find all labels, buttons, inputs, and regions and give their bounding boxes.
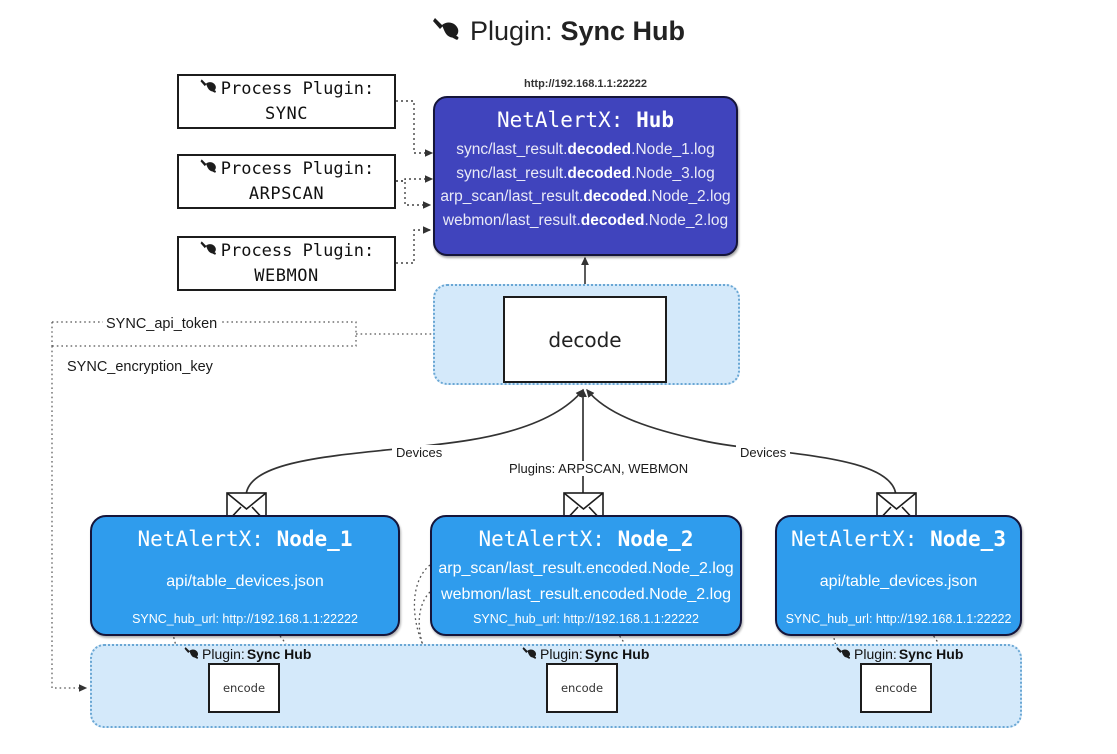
process-plugin-webmon[interactable]: Process Plugin: WEBMON	[177, 236, 396, 291]
edge-label-plugins-center: Plugins: ARPSCAN, WEBMON	[505, 461, 693, 476]
setting-encryption-key-label: SYNC_encryption_key	[64, 359, 216, 375]
edge-label-devices-right: Devices	[736, 445, 791, 460]
node-line: api/table_devices.json	[166, 572, 324, 590]
plug-icon	[522, 645, 538, 663]
process-plugin-name: SYNC	[265, 103, 308, 124]
node-line: arp_scan/last_result.encoded.Node_2.log	[438, 559, 734, 577]
plug-icon	[432, 14, 462, 49]
plugin-band-caption-1: Plugin: Sync Hub	[184, 645, 311, 663]
hub-log-line-1: sync/last_result.decoded.Node_1.log	[456, 141, 715, 158]
hub-log-line-3: arp_scan/last_result.decoded.Node_2.log	[440, 188, 731, 206]
plug-icon	[199, 239, 219, 264]
node-footer: SYNC_hub_url: http://192.168.1.1:22222	[785, 612, 1012, 626]
node-footer: SYNC_hub_url: http://192.168.1.1:22222	[132, 612, 358, 626]
node-title: NetAlertX: Node_1	[137, 527, 353, 551]
process-plugin-label: Process Plugin:	[220, 78, 375, 99]
setting-api-token-label: SYNC_api_token	[103, 316, 221, 332]
process-plugin-name: ARPSCAN	[248, 183, 325, 204]
plug-icon	[184, 645, 200, 663]
process-plugin-name: WEBMON	[254, 265, 319, 286]
node-title: NetAlertX: Node_2	[478, 527, 694, 551]
process-plugin-arpscan[interactable]: Process Plugin: ARPSCAN	[177, 154, 396, 209]
node-footer: SYNC_hub_url: http://192.168.1.1:22222	[473, 612, 699, 626]
process-plugin-label: Process Plugin:	[220, 240, 375, 261]
node-line: webmon/last_result.encoded.Node_2.log	[441, 585, 731, 603]
edge-label-devices-left: Devices	[392, 445, 447, 460]
node-title: NetAlertX: Node_3	[791, 527, 1006, 551]
process-plugin-label: Process Plugin:	[220, 158, 375, 179]
page-title: Plugin: Sync Hub	[0, 14, 1117, 49]
page-title-prefix: Plugin:	[469, 16, 553, 46]
node-card-3[interactable]: NetAlertX: Node_3 api/table_devices.json…	[775, 515, 1022, 636]
node-card-2[interactable]: NetAlertX: Node_2 arp_scan/last_result.e…	[430, 515, 742, 636]
hub-title: NetAlertX: Hub	[496, 108, 675, 132]
node-line: api/table_devices.json	[819, 572, 978, 590]
hub-log-line-4: webmon/last_result.decoded.Node_2.log	[442, 211, 729, 229]
page-title-strong: Sync Hub	[560, 16, 686, 46]
decode-box[interactable]: decode	[503, 296, 667, 383]
plug-icon	[836, 645, 852, 663]
process-plugin-sync[interactable]: Process Plugin: SYNC	[177, 74, 396, 129]
hub-log-line-2: sync/last_result.decoded.Node_3.log	[456, 164, 715, 182]
encode-box-3[interactable]: encode	[860, 663, 932, 713]
plug-icon	[199, 77, 219, 102]
plugin-band-caption-2: Plugin: Sync Hub	[522, 645, 649, 663]
encode-box-2[interactable]: encode	[546, 663, 618, 713]
plug-icon	[199, 157, 219, 182]
plugin-band-caption-3: Plugin: Sync Hub	[836, 645, 963, 663]
node-card-1[interactable]: NetAlertX: Node_1 api/table_devices.json…	[90, 515, 400, 636]
encode-box-1[interactable]: encode	[208, 663, 280, 713]
hub-url-label: http://192.168.1.1:22222	[524, 78, 647, 90]
hub-node[interactable]: NetAlertX: Hub sync/last_result.decoded.…	[433, 96, 738, 256]
